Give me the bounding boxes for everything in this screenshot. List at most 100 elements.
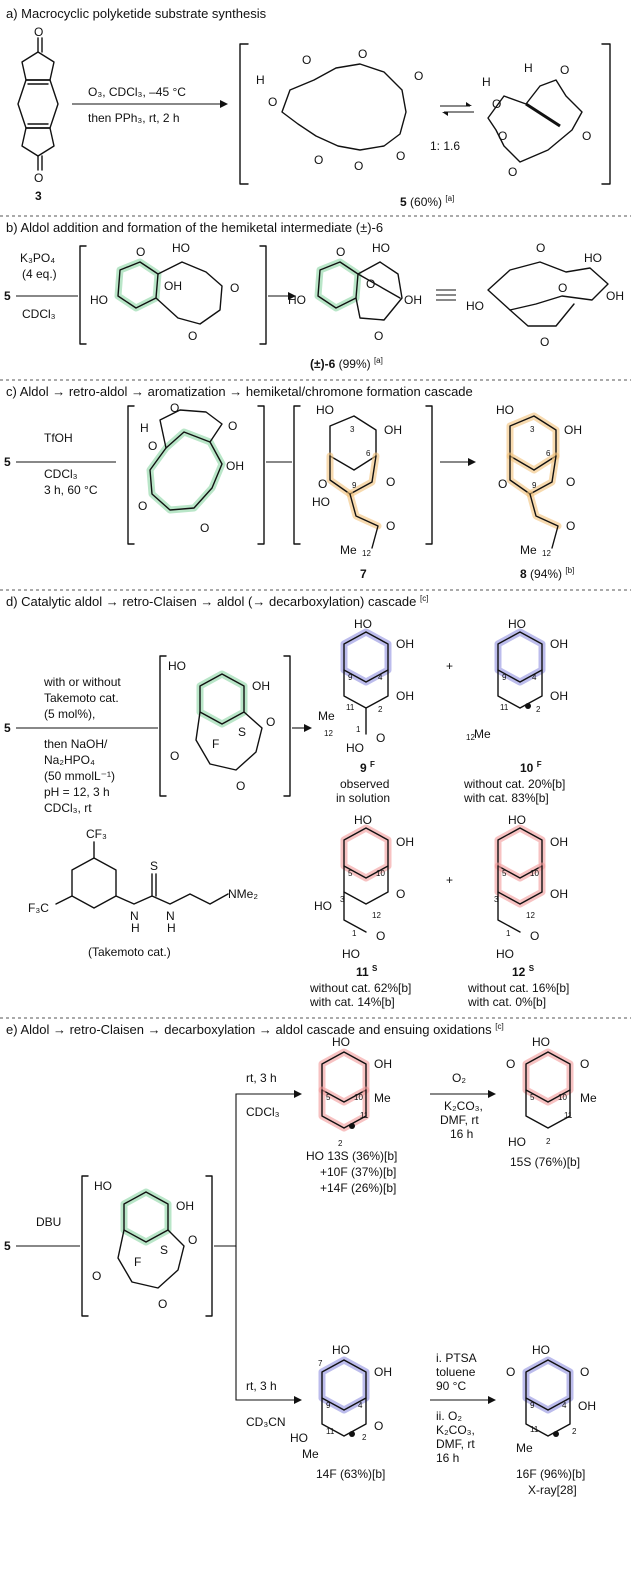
svg-text:O: O [376, 929, 385, 943]
svg-text:10: 10 [558, 1093, 567, 1102]
reagent-b-2: (4 eq.) [22, 267, 57, 281]
section-d: d) Catalytic aldol → retro-Claisen → ald… [4, 594, 569, 1009]
svg-text:Me: Me [474, 727, 491, 741]
svg-text:9: 9 [532, 481, 537, 490]
macrocycle-5-3d: H O O H O O O [482, 61, 591, 179]
compound-10-label: 10 F [520, 760, 542, 775]
compound-10-yield2: with cat. 83%[b] [463, 791, 549, 805]
svg-text:H: H [256, 73, 265, 87]
svg-text:O: O [580, 1057, 589, 1071]
product-5-label: 5 (60%) [a] [400, 194, 454, 209]
svg-text:CF₃: CF₃ [86, 827, 107, 841]
svg-text:OH: OH [396, 689, 414, 703]
intermediate-7-label: 7 [360, 567, 367, 581]
svg-text:1: 1 [352, 929, 357, 938]
svg-text:HO: HO [508, 1135, 526, 1149]
svg-text:HO: HO [496, 403, 514, 417]
svg-text:with or without: with or without [43, 675, 121, 689]
start-5-b: 5 [4, 289, 11, 303]
compound-14-label: 14F (63%)[b] [316, 1467, 385, 1481]
svg-text:H: H [167, 921, 176, 935]
equilibrium-arrows [440, 102, 474, 116]
svg-text:O: O [170, 749, 179, 763]
compound-15-label: 15S (76%)[b] [510, 1155, 580, 1169]
svg-text:O: O [498, 477, 507, 491]
compound-9-label: 9 F [360, 760, 375, 775]
section-a: a) Macrocyclic polyketide substrate synt… [6, 6, 611, 209]
plus-d-bottom: + [446, 873, 453, 887]
compound-12-yield1: without cat. 16%[b] [467, 981, 569, 995]
svg-text:O: O [228, 419, 237, 433]
svg-text:then NaOH/: then NaOH/ [44, 737, 108, 751]
svg-text:O: O [558, 281, 567, 295]
svg-text:OH: OH [164, 279, 182, 293]
svg-text:O: O [138, 499, 147, 513]
svg-text:O: O [374, 329, 383, 343]
svg-text:O: O [374, 1419, 383, 1433]
svg-text:HO: HO [332, 1035, 350, 1049]
svg-text:9: 9 [348, 673, 353, 682]
ox-upper-2: K₂CO₃, [444, 1099, 483, 1113]
takemoto-label: (Takemoto cat.) [88, 945, 171, 959]
svg-text:O: O [236, 779, 245, 793]
compound-10: HO OH OH 9 4 11 2 Me 12 10 F without cat… [463, 617, 568, 805]
svg-text:O: O [92, 1269, 101, 1283]
svg-text:HO: HO [288, 293, 306, 307]
svg-text:N: N [166, 909, 175, 923]
reagent-b-3: CDCl₃ [22, 307, 56, 321]
macrocycle-5-flat: H O O O O O O O [256, 47, 423, 173]
svg-text:F₃C: F₃C [28, 901, 49, 915]
ox-lower-6: DMF, rt [436, 1437, 475, 1451]
aldol-intermediate-c: O O H O OH O O [138, 401, 244, 535]
compound-12: HO OH OH 5 10 3 12 1 O HO 12 S without c… [467, 813, 569, 1009]
ox-lower-3: 90 °C [436, 1379, 466, 1393]
reagent-c-2: CDCl₃ [44, 467, 78, 481]
svg-text:2: 2 [338, 1139, 343, 1148]
svg-text:HO: HO [508, 813, 526, 827]
section-b-title: b) Aldol addition and formation of the h… [6, 220, 383, 235]
svg-text:OH: OH [578, 1399, 596, 1413]
svg-text:11: 11 [564, 1111, 573, 1120]
aldol-intermediate-b: O HO OH O O HO [90, 241, 239, 343]
svg-text:H: H [482, 75, 491, 89]
svg-text:OH: OH [384, 423, 402, 437]
svg-text:pH = 12, 3 h: pH = 12, 3 h [44, 785, 110, 799]
svg-text:S: S [238, 725, 246, 739]
svg-text:HO: HO [314, 899, 332, 913]
svg-text:O: O [414, 69, 423, 83]
ox-lower-2: toluene [436, 1365, 476, 1379]
svg-text:OH: OH [550, 835, 568, 849]
svg-text:O: O [396, 887, 405, 901]
svg-text:CDCl₃, rt: CDCl₃, rt [44, 801, 92, 815]
svg-text:O: O [34, 171, 43, 185]
svg-text:5: 5 [326, 1093, 331, 1102]
svg-text:OH: OH [374, 1365, 392, 1379]
compound-3-label: 3 [35, 189, 42, 203]
svg-text:4: 4 [358, 1401, 363, 1410]
svg-text:4: 4 [562, 1401, 567, 1410]
svg-text:OH: OH [252, 679, 270, 693]
svg-text:O: O [366, 277, 375, 291]
svg-text:HO: HO [342, 947, 360, 961]
svg-text:Me: Me [318, 709, 335, 723]
svg-text:11: 11 [346, 703, 355, 712]
hemiketal-7: HO 3 6 OH O O 9 HO O Me 12 [312, 403, 402, 558]
svg-text:9: 9 [352, 481, 357, 490]
svg-text:O: O [170, 401, 179, 415]
svg-text:2: 2 [572, 1427, 577, 1436]
bracket-right-a [601, 43, 611, 185]
svg-text:6: 6 [366, 449, 371, 458]
svg-text:H: H [131, 921, 140, 935]
svg-text:HO: HO [532, 1035, 550, 1049]
compound-14: HO 7 OH O 9 4 11 2 HO Me 14F (63%)[b] [290, 1343, 392, 1481]
reagent-a-2: then PPh₃, rt, 2 h [88, 111, 180, 125]
svg-text:F: F [134, 1255, 141, 1269]
compound-3: O O 3 [17, 25, 59, 203]
svg-text:O: O [536, 241, 545, 255]
svg-text:(50 mmolL⁻¹): (50 mmolL⁻¹) [44, 769, 115, 783]
svg-text:O: O [506, 1057, 515, 1071]
svg-text:11: 11 [530, 1425, 539, 1434]
equivalent-sign [436, 289, 456, 301]
compound-16-xray: X-ray[28] [528, 1483, 577, 1497]
